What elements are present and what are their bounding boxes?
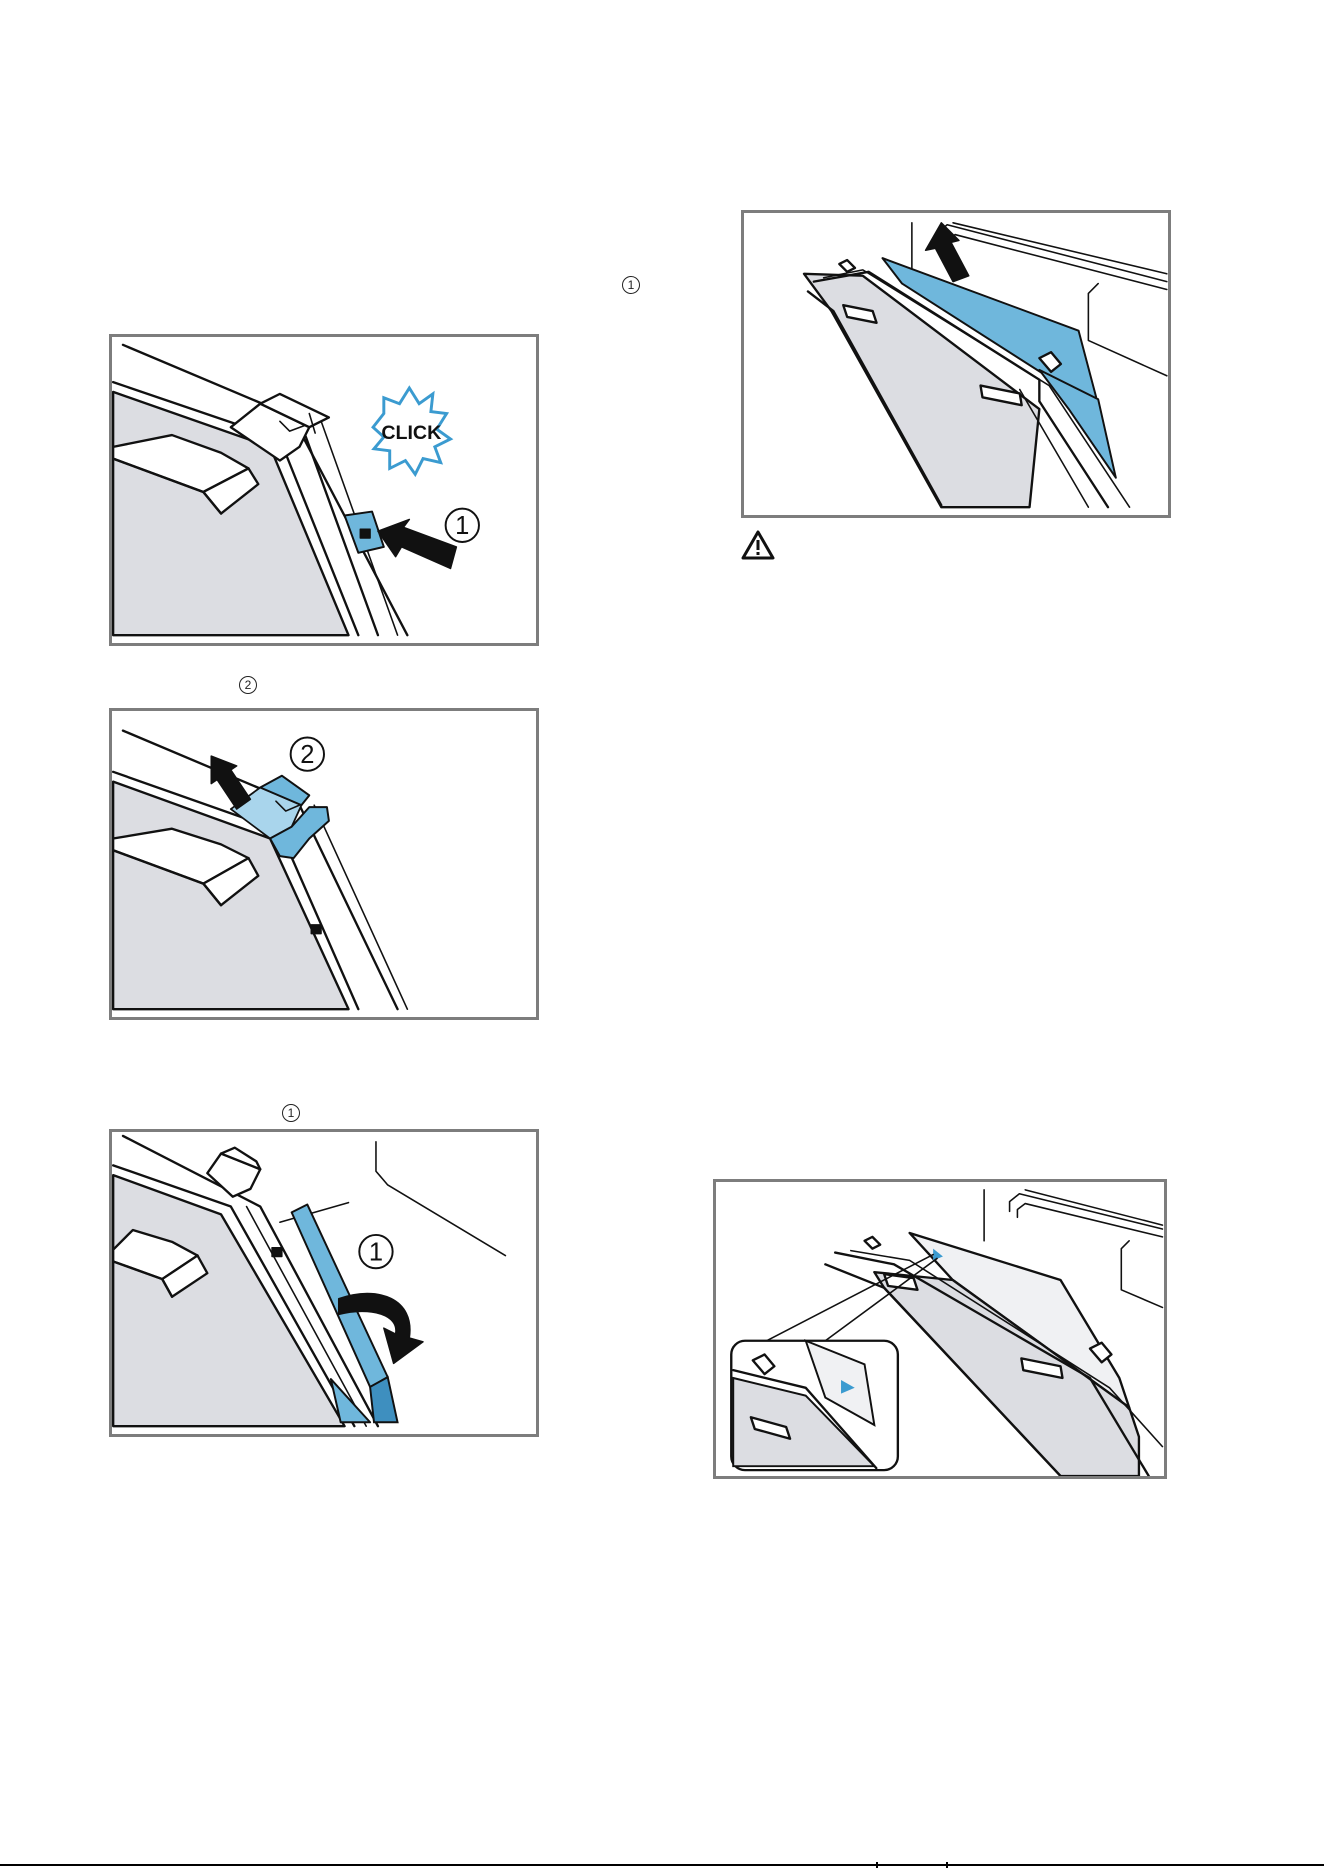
figure-remove-pane bbox=[741, 210, 1171, 518]
figure-lock-click-drawing: CLICK 1 bbox=[112, 337, 536, 643]
step-marker-1-right: 1 bbox=[622, 276, 640, 294]
figure-reinstall-pane-drawing bbox=[716, 1182, 1164, 1476]
figure-remove-pane-drawing bbox=[744, 213, 1168, 515]
warning-triangle-icon bbox=[741, 530, 775, 560]
figure-lock-click: CLICK 1 bbox=[109, 334, 539, 646]
figure-pull-lever: 2 bbox=[109, 708, 539, 1020]
step-marker-1-left: 1 bbox=[282, 1104, 300, 1122]
click-label: CLICK bbox=[381, 422, 441, 444]
step-marker-2: 2 bbox=[239, 676, 257, 694]
fig2-callout: 2 bbox=[300, 741, 314, 769]
fig3-callout: 1 bbox=[369, 1238, 383, 1266]
figure-pull-lever-drawing: 2 bbox=[112, 711, 536, 1017]
figure-fold-seal: 1 bbox=[109, 1129, 539, 1437]
figure-fold-seal-drawing: 1 bbox=[112, 1132, 536, 1434]
figure-reinstall-pane bbox=[713, 1179, 1167, 1479]
footer-rule bbox=[0, 1864, 1324, 1866]
fig1-callout: 1 bbox=[455, 512, 469, 540]
